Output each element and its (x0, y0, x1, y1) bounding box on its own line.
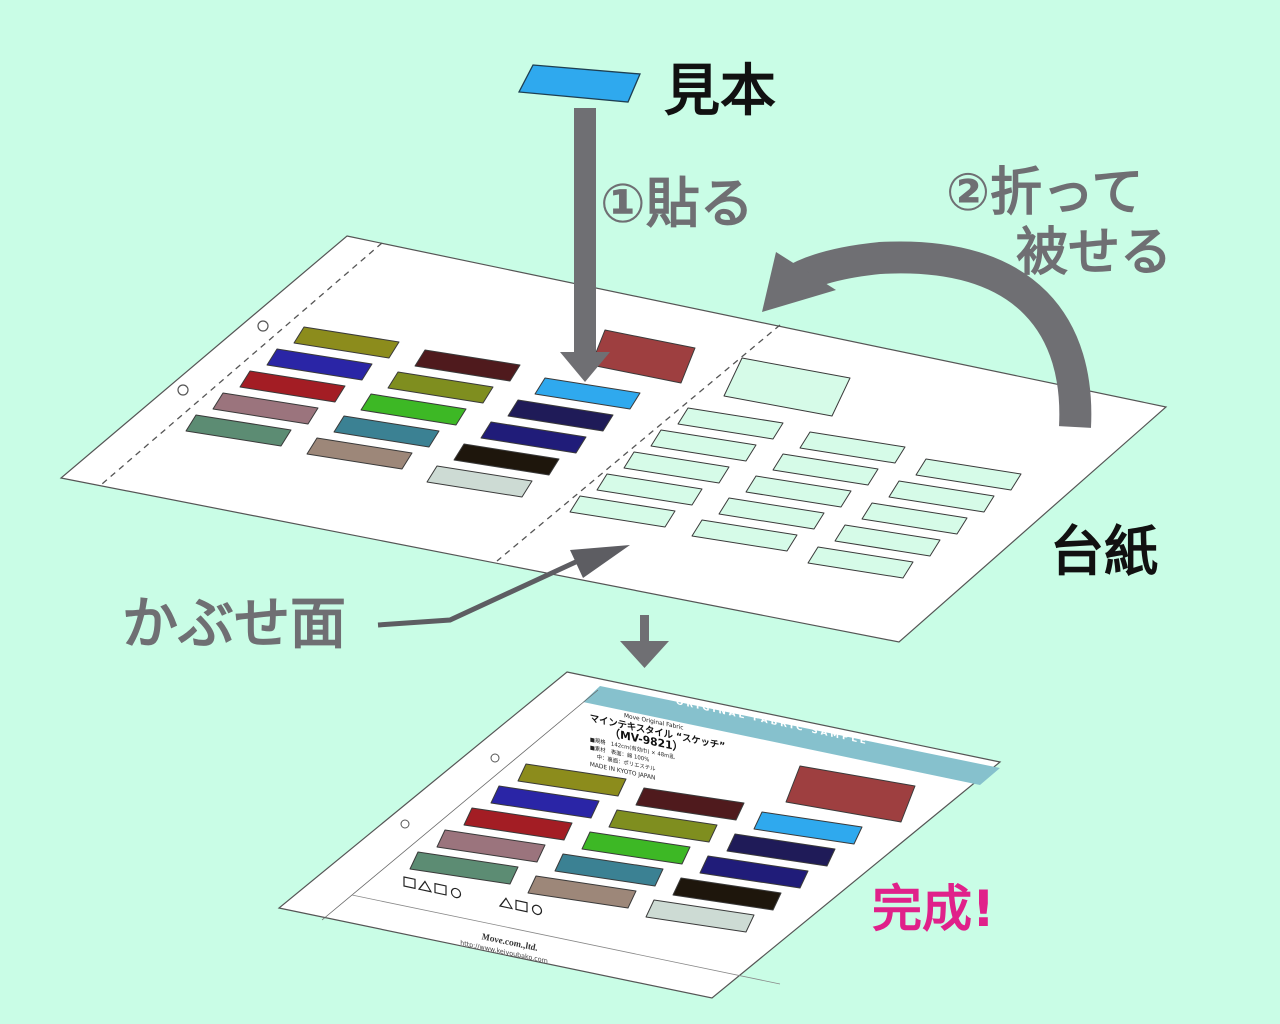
mount-swatch (426, 465, 533, 498)
mount-swatch (333, 415, 440, 448)
fold-arrow-head (762, 252, 836, 312)
result-arrow (620, 615, 669, 668)
dry-icon (434, 882, 447, 896)
cover-face-placeholder (915, 458, 1022, 491)
mount-sheet (59, 235, 1168, 643)
finished-swatch (608, 809, 718, 843)
mount-swatch-pasted (534, 377, 641, 410)
no-bleach-icon (498, 897, 514, 910)
fold-arrow-curve (781, 241, 1092, 428)
paste-arrow-shaft (574, 108, 596, 356)
iron-icon (531, 904, 543, 916)
finished-sheet-paper (277, 671, 1002, 999)
cover-face-placeholder (861, 502, 968, 535)
finished-binding-line (321, 689, 599, 921)
finished-swatch (409, 851, 519, 885)
cover-face-pointer-head (570, 545, 630, 578)
mount-swatch-grid (185, 326, 696, 498)
cover-face-pointer (377, 545, 630, 628)
finished-punch-hole-top (490, 753, 500, 763)
mount-swatch (185, 414, 292, 447)
finished-header-band (583, 686, 1000, 785)
label-step2-fold: ②折って (946, 163, 1143, 223)
tumble-icon (515, 899, 528, 913)
mount-swatch (360, 393, 467, 426)
cover-face-placeholder (888, 480, 995, 513)
finished-swatch (517, 763, 627, 797)
paste-arrow (560, 108, 610, 382)
cover-face-placeholder-large (723, 357, 851, 417)
cover-face-placeholder (677, 407, 784, 440)
finished-swatch (554, 853, 664, 887)
mount-swatch (480, 421, 587, 454)
mount-punch-hole-top (257, 320, 269, 332)
finished-swatch (645, 899, 755, 933)
finished-footer-line (351, 894, 781, 985)
finished-swatch (699, 855, 809, 889)
finished-swatch-large (785, 765, 916, 823)
mount-punch-hole-bottom (177, 384, 189, 396)
label-step1-paste: ①貼る (600, 172, 754, 235)
fold-arrow (762, 241, 1092, 428)
mount-swatch (507, 399, 614, 432)
dryclean-icon (450, 887, 462, 899)
care-symbols-right (498, 897, 543, 916)
care-symbols (403, 876, 462, 899)
mount-swatch (387, 371, 494, 404)
finished-punch-hole-bottom (400, 819, 410, 829)
finished-swatch (672, 877, 782, 911)
mount-swatch (414, 349, 521, 382)
bleach-icon (417, 880, 433, 893)
label-mount: 台紙 (1050, 520, 1158, 583)
finished-swatch (463, 807, 573, 841)
finished-swatch-grid (409, 763, 916, 933)
mount-swatch (212, 392, 319, 425)
sample-swatch (517, 64, 641, 103)
cover-face-placeholder (596, 473, 703, 506)
cover-face-placeholder (650, 429, 757, 462)
cover-face-placeholder (718, 497, 825, 530)
finished-swatch (635, 787, 745, 821)
cover-face-placeholder (834, 524, 941, 557)
cover-face-placeholder (807, 546, 914, 579)
finished-swatch (581, 831, 691, 865)
mount-swatch (239, 370, 346, 403)
mount-swatch (306, 437, 413, 470)
mount-sheet-paper (59, 235, 1168, 643)
label-sample: 見本 (664, 59, 776, 124)
cover-face-placeholder (745, 475, 852, 508)
mount-swatch (293, 326, 400, 359)
result-arrow-shaft (640, 615, 649, 653)
finished-swatch (436, 829, 546, 863)
mount-swatch (266, 348, 373, 381)
cover-face-placeholder (691, 519, 798, 552)
cover-face-placeholder (772, 453, 879, 486)
paste-arrow-head (560, 352, 610, 382)
cover-face-placeholder (799, 431, 906, 464)
cover-face-pointer-line (377, 557, 582, 628)
result-arrow-head (620, 641, 669, 668)
mount-swatch (453, 443, 560, 476)
cover-face-placeholder (623, 451, 730, 484)
label-cover-face: かぶせ面 (122, 592, 346, 657)
label-done: 完成! (872, 880, 995, 938)
finished-swatch (753, 811, 863, 845)
finished-swatch (726, 833, 836, 867)
cover-face-placeholder (569, 495, 676, 528)
label-step2-cover: 被せる (1016, 223, 1172, 283)
finished-swatch (527, 875, 637, 909)
wash-icon (403, 876, 416, 890)
finished-sheet: ORIGINAL FABRIC SAMPLE Move Original Fab… (277, 671, 1002, 999)
finished-swatch (490, 785, 600, 819)
cover-face-placeholder-grid (569, 357, 1022, 579)
